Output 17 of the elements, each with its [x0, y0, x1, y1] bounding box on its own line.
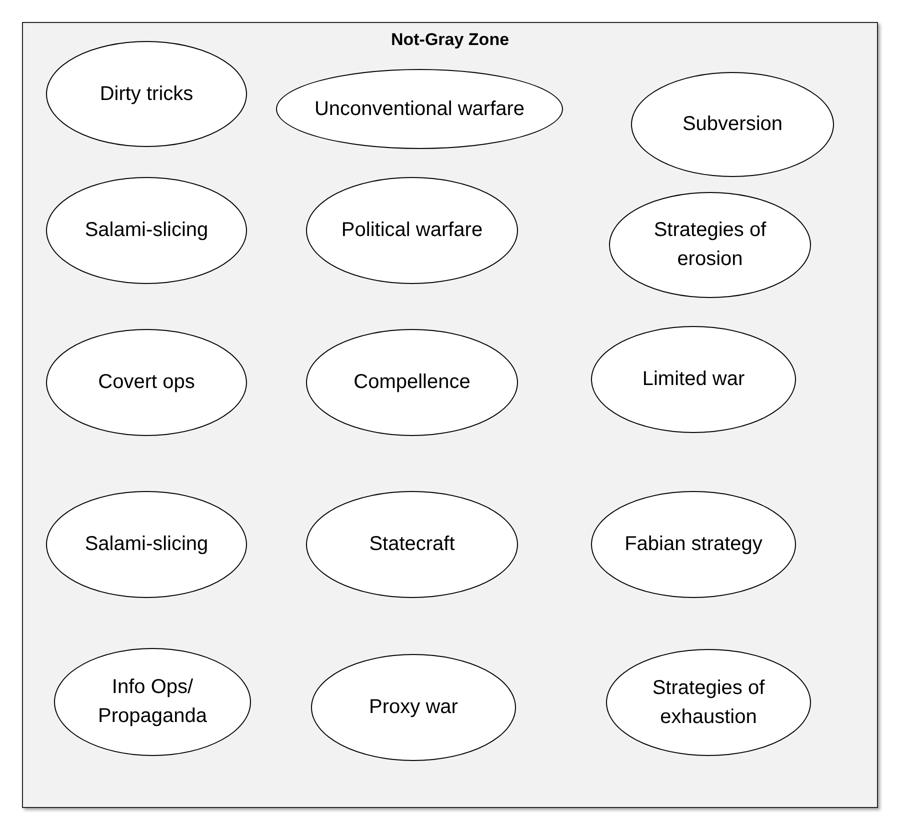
- concept-ellipse: Dirty tricks: [46, 41, 247, 147]
- zone-panel: [22, 22, 878, 808]
- concept-ellipse: Political warfare: [306, 177, 518, 284]
- concept-ellipse: Compellence: [306, 329, 518, 436]
- concept-ellipse: Unconventional warfare: [276, 69, 563, 149]
- concept-ellipse: Fabian strategy: [591, 491, 796, 598]
- concept-ellipse: Salami-slicing: [46, 177, 247, 284]
- concept-ellipse: Salami-slicing: [46, 491, 247, 598]
- concept-ellipse: Limited war: [591, 326, 796, 433]
- concept-ellipse: Strategies of erosion: [609, 192, 811, 298]
- concept-ellipse: Proxy war: [311, 654, 516, 761]
- concept-ellipse: Subversion: [631, 72, 834, 177]
- concept-ellipse: Covert ops: [46, 329, 247, 436]
- concept-ellipse: Statecraft: [306, 491, 518, 598]
- zone-title: Not-Gray Zone: [390, 29, 510, 51]
- concept-ellipse: Info Ops/ Propaganda: [54, 648, 251, 756]
- concept-ellipse: Strategies of exhaustion: [606, 649, 811, 756]
